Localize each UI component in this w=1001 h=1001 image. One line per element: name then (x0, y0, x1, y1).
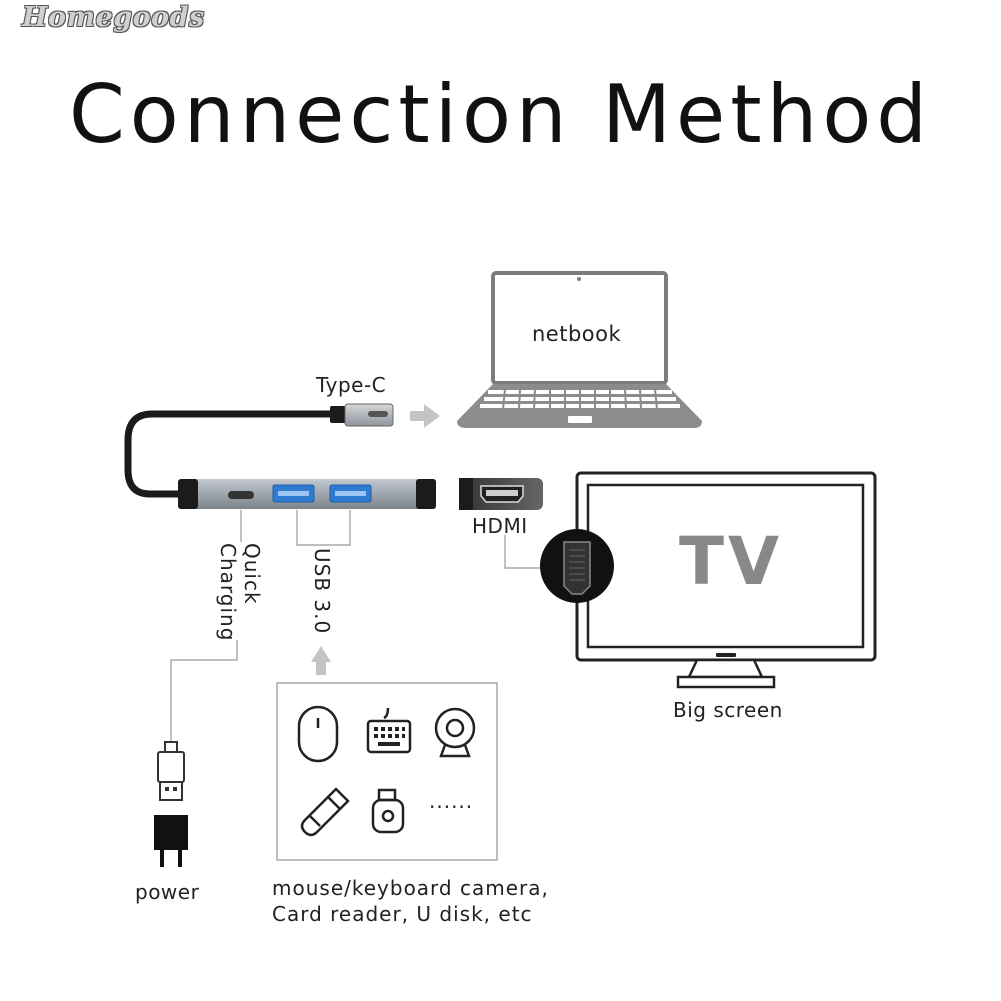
usb-hub (178, 479, 436, 509)
hdmi-port-icon (540, 529, 614, 603)
quick-charging-label-line2: Charging (216, 543, 240, 642)
power-label: power (135, 880, 200, 904)
watermark: Homegoods (22, 2, 205, 33)
netbook-label: netbook (532, 322, 622, 346)
type-c-label: Type-C (316, 373, 387, 397)
power-plug-icon (154, 815, 188, 867)
card-reader-icon (371, 788, 405, 834)
usb-3-label: USB 3.0 (310, 548, 334, 635)
devices-caption-line2: Card reader, U disk, etc (272, 902, 533, 926)
hdmi-plug-icon (459, 478, 543, 510)
page-title: Connection Method (68, 68, 933, 161)
keyboard-icon (366, 707, 412, 754)
usb-c-plug-icon (330, 403, 394, 427)
usb-flash-drive-icon (300, 787, 350, 837)
tv-label: TV (679, 523, 784, 600)
more-devices-ellipsis: ...... (429, 789, 474, 813)
laptop-icon (457, 271, 702, 428)
usb-c-cable (124, 410, 349, 498)
devices-caption-line1: mouse/keyboard camera, (272, 876, 549, 900)
webcam-icon (434, 707, 476, 758)
big-screen-label: Big screen (673, 698, 783, 722)
arrow-right-icon (410, 404, 440, 428)
usb-plug-icon (157, 741, 185, 801)
usb-c-port-icon (228, 491, 254, 499)
arrow-up-icon (311, 646, 331, 675)
quick-charging-label-line1: Quick (240, 543, 264, 605)
mouse-icon (297, 705, 339, 763)
tv-icon (575, 471, 877, 689)
hdmi-label: HDMI (472, 514, 528, 538)
